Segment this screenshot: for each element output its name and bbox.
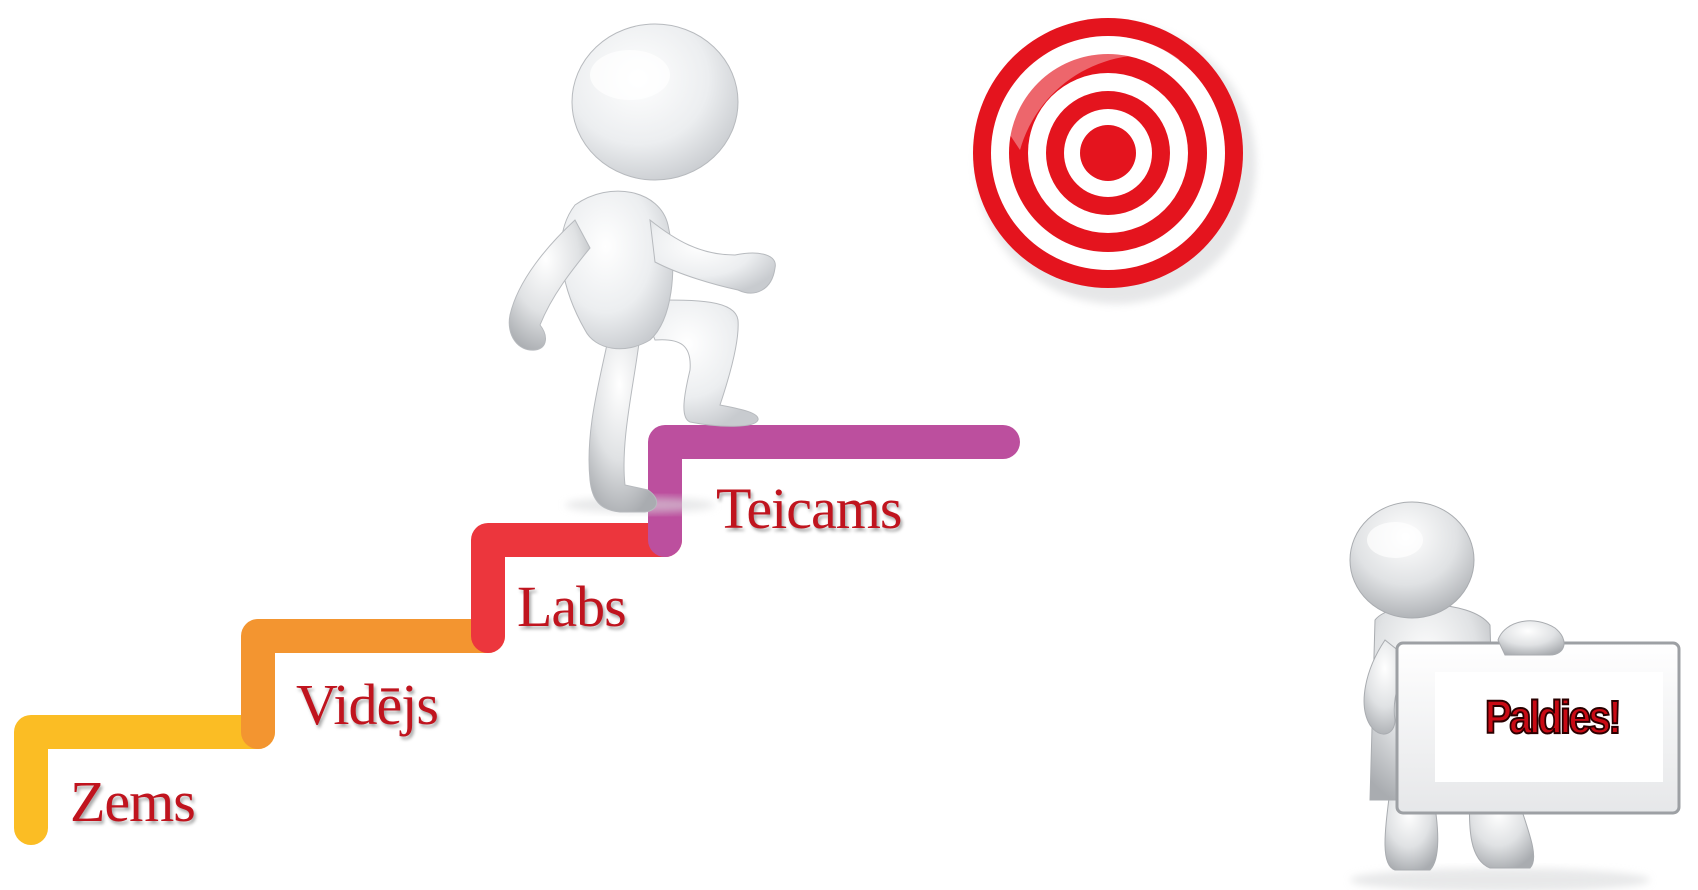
target-icon [973, 18, 1256, 304]
sign-text: Paldies! [1484, 691, 1623, 743]
step-label-labs: Labs [517, 574, 627, 639]
step-label-teicams: Teicams [716, 476, 902, 541]
step-labs-line [471, 523, 682, 653]
step-videjs-line [241, 619, 505, 749]
step-label-videjs: Vidējs [296, 672, 439, 737]
step-zems-line [14, 715, 275, 845]
step-label-zems: Zems [70, 769, 196, 834]
figure-holding-sign [1340, 501, 1698, 890]
climbing-figure [508, 23, 776, 513]
